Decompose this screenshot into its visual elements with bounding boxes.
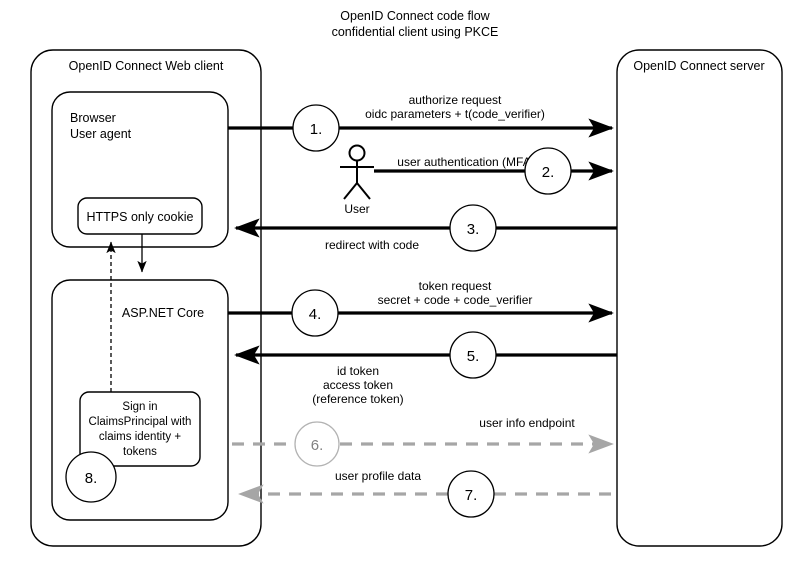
step-1-circle	[292, 104, 340, 152]
aspnet-box-label: ASP.NET Core	[122, 306, 204, 320]
server-box-outline	[616, 49, 783, 547]
step-8-circle	[65, 451, 117, 503]
signin-box-outline	[79, 391, 201, 467]
step-8-number: 8.	[85, 470, 98, 487]
internal-connectors	[106, 234, 147, 392]
diagram-title: OpenID Connect code flow confidential cl…	[332, 9, 499, 39]
step-3-flow: 3. redirect with code	[234, 204, 617, 252]
title-line-1: OpenID Connect code flow	[340, 9, 490, 23]
signin-label-line-1: Sign in	[122, 401, 157, 413]
step-1-label-line-2: oidc parameters + t(code_verifier)	[365, 107, 545, 121]
cookie-box-outline	[77, 197, 203, 235]
step-3-circle	[449, 204, 497, 252]
step-7-circle	[447, 470, 495, 518]
client-box-label: OpenID Connect Web client	[69, 59, 224, 73]
step-5-flow: 5. id token access token (reference toke…	[234, 331, 617, 406]
step-6-circle	[294, 421, 340, 467]
step-6-flow: user info endpoint 6.	[232, 416, 614, 467]
step-4-number: 4.	[309, 306, 322, 323]
browser-label-line-2: User agent	[70, 127, 132, 141]
step-5-circle	[449, 331, 497, 379]
server-box-label: OpenID Connect server	[633, 59, 764, 73]
step-7-number: 7.	[465, 487, 478, 504]
step-2-circle	[524, 147, 572, 195]
step-3-label-line-1: redirect with code	[325, 238, 419, 252]
step-4-flow: token request secret + code + code_verif…	[228, 279, 614, 337]
signin-label-line-2: ClaimsPrincipal with	[89, 416, 192, 428]
signin-label-line-3: claims identity +	[99, 431, 181, 443]
user-actor: User	[340, 144, 374, 216]
step-6-number: 6.	[311, 437, 324, 454]
step-4-label-line-1: token request	[419, 279, 492, 293]
step-1-flow: authorize request oidc parameters + t(co…	[228, 93, 614, 152]
step-5-label-line-2: access token	[323, 378, 393, 392]
step-6-label-line-1: user info endpoint	[479, 416, 575, 430]
step-5-label-line-3: (reference token)	[312, 392, 403, 406]
step-1-number: 1.	[310, 121, 323, 138]
step-5-number: 5.	[467, 348, 480, 365]
step-2-number: 2.	[542, 164, 555, 181]
step-8-marker: 8.	[65, 451, 117, 503]
step-1-label-line-1: authorize request	[409, 93, 502, 107]
user-left-leg-icon	[343, 182, 358, 200]
user-actor-label: User	[344, 202, 369, 216]
sign-in-claims-principal-box: Sign in ClaimsPrincipal with claims iden…	[79, 391, 201, 467]
user-head-icon	[348, 144, 366, 162]
cookie-box-label: HTTPS only cookie	[87, 210, 194, 224]
step-5-label-line-1: id token	[337, 364, 379, 378]
step-4-label-line-2: secret + code + code_verifier	[378, 293, 533, 307]
step-3-number: 3.	[467, 221, 480, 238]
step-2-flow: user authentication (MFA) 2.	[374, 147, 614, 195]
step-4-circle	[291, 289, 339, 337]
step-2-label-line-1: user authentication (MFA)	[397, 155, 534, 169]
signin-label-line-4: tokens	[123, 446, 157, 458]
user-right-leg-icon	[356, 182, 371, 200]
openid-connect-server-box: OpenID Connect server	[616, 49, 783, 547]
step-7-flow: user profile data 7.	[238, 469, 617, 518]
title-line-2: confidential client using PKCE	[332, 25, 499, 39]
https-only-cookie-box: HTTPS only cookie	[77, 197, 203, 235]
browser-label-line-1: Browser	[70, 111, 116, 125]
step-7-label-line-1: user profile data	[335, 469, 421, 483]
